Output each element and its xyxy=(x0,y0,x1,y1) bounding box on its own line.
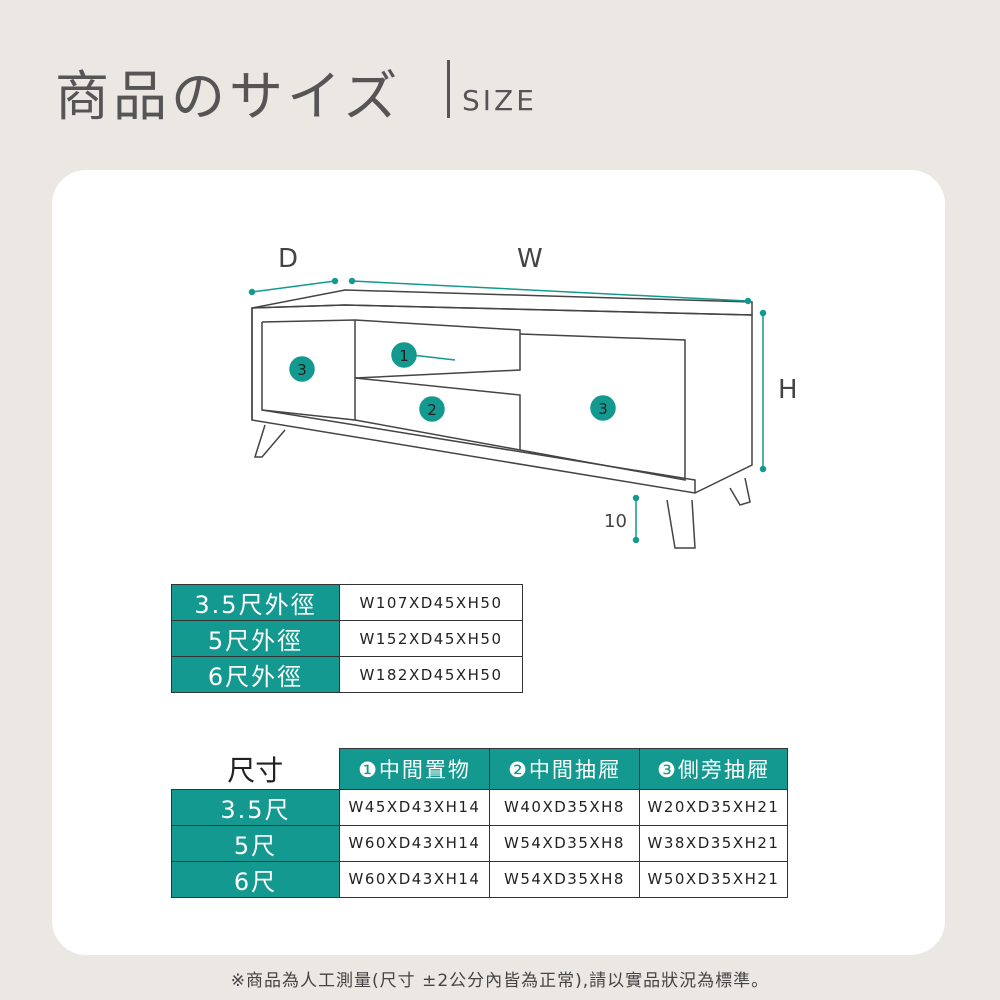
page-title: 商品のサイズ xyxy=(55,65,402,128)
cell: W54XD35XH8 xyxy=(489,824,640,862)
row-value: W152XD45XH50 xyxy=(339,620,523,657)
page-subtitle: SIZE xyxy=(462,84,537,117)
height-label: H xyxy=(778,375,798,405)
cell: W38XD35XH21 xyxy=(639,824,788,862)
row-label: 3.5尺 xyxy=(171,788,340,826)
row-label: 3.5尺外徑 xyxy=(171,584,340,621)
row-value: W107XD45XH50 xyxy=(339,584,523,621)
row-label: 5尺外徑 xyxy=(171,620,340,657)
leg-height-label: 10 xyxy=(604,511,627,532)
table-header-row: 尺寸 ❶中間置物 ❷中間抽屜 ❸側旁抽屜 xyxy=(171,748,788,790)
corner-label: 尺寸 xyxy=(171,748,340,789)
marker-2: 2 xyxy=(427,401,437,419)
column-header: ❸側旁抽屜 xyxy=(639,748,788,790)
marker-1: 1 xyxy=(399,347,409,365)
marker-3-right: 3 xyxy=(598,400,608,418)
row-label: 5尺 xyxy=(171,824,340,862)
cell: W60XD43XH14 xyxy=(339,860,490,898)
row-label: 6尺外徑 xyxy=(171,656,340,693)
column-header: ❷中間抽屜 xyxy=(489,748,640,790)
width-label: W xyxy=(517,244,543,274)
measurement-note: ※商品為人工測量(尺寸 ±2公分內皆為正常),請以實品狀況為標準。 xyxy=(230,971,770,991)
cell: W20XD35XH21 xyxy=(639,788,788,826)
cell: W50XD35XH21 xyxy=(639,860,788,898)
title-divider xyxy=(447,60,450,118)
depth-label: D xyxy=(278,244,299,274)
column-header: ❶中間置物 xyxy=(339,748,490,790)
cell: W54XD35XH8 xyxy=(489,860,640,898)
row-label: 6尺 xyxy=(171,860,340,898)
row-value: W182XD45XH50 xyxy=(339,656,523,693)
cell: W45XD43XH14 xyxy=(339,788,490,826)
cell: W60XD43XH14 xyxy=(339,824,490,862)
marker-3-left: 3 xyxy=(297,361,307,379)
cell: W40XD35XH8 xyxy=(489,788,640,826)
